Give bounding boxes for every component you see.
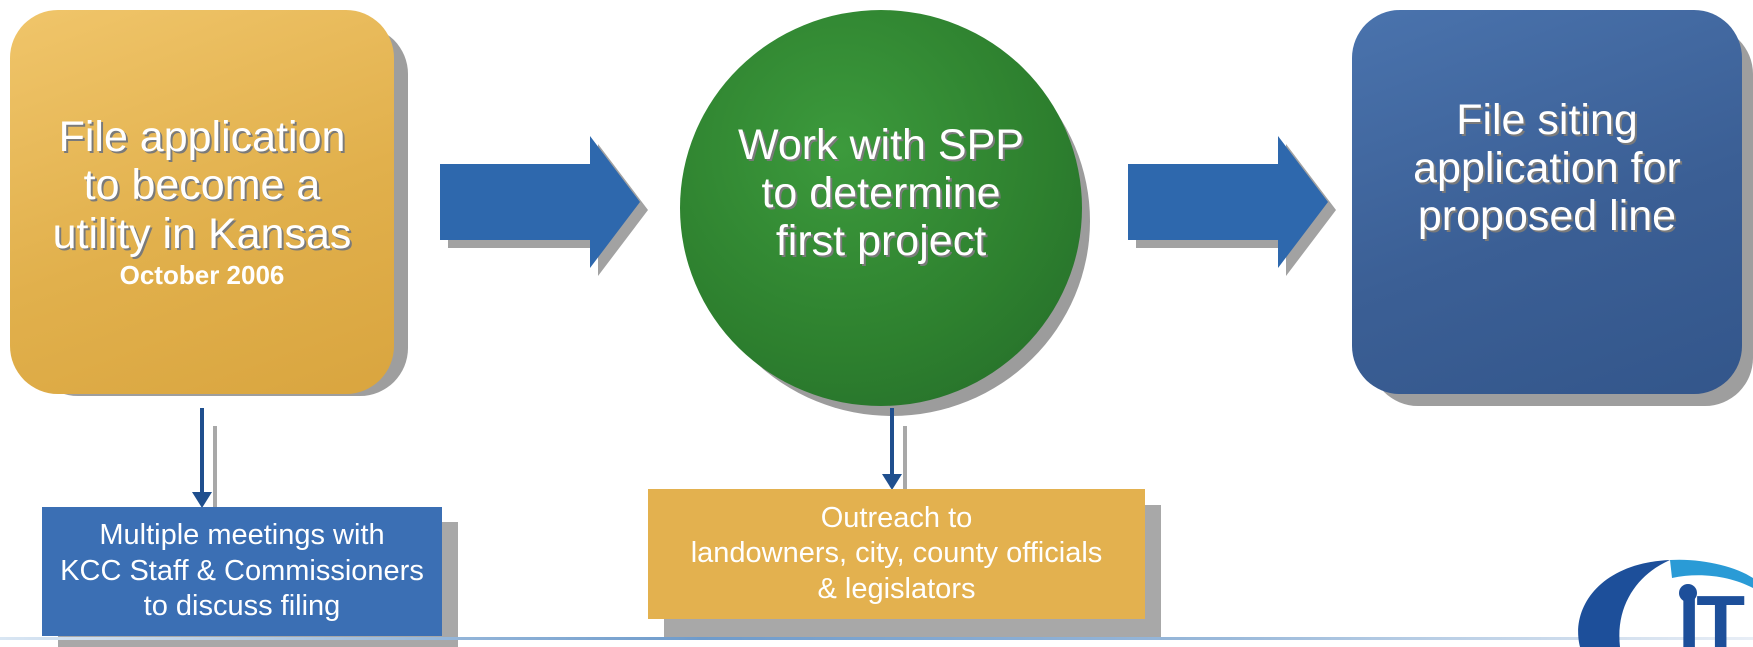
sub1-line3: to discuss filing [143, 590, 341, 623]
sub1-line1: Multiple meetings with [99, 519, 385, 552]
sub2-line2: landowners, city, county officials [690, 537, 1103, 570]
arrow-right-icon [1128, 136, 1336, 276]
step2-line2: to determine [761, 168, 1001, 217]
sub2-box: Outreach to landowners, city, county off… [648, 489, 1145, 619]
logo-swoosh-icon [1578, 559, 1753, 647]
step2-line3: first project [775, 217, 987, 266]
arrow-right-icon [440, 136, 648, 276]
logo-text: IT [1678, 579, 1745, 647]
arrow-down-icon [192, 408, 217, 512]
sub2-line3: & legislators [817, 572, 976, 605]
footer-rule [0, 637, 1753, 640]
step1-date: October 2006 [119, 259, 285, 290]
step3-line3: proposed line [1417, 192, 1677, 241]
step1-box: File application to become a utility in … [10, 10, 394, 394]
sub1-line2: KCC Staff & Commissioners [60, 554, 424, 587]
arrow-down-icon [882, 408, 907, 504]
step3-line1: File siting [1456, 96, 1638, 144]
step1-line2: to become a [83, 161, 321, 210]
sub1-box: Multiple meetings with KCC Staff & Commi… [42, 507, 442, 636]
step2-line1: Work with SPP [738, 120, 1024, 169]
step1-line1: File application [58, 113, 346, 162]
sub2-line1: Outreach to [820, 501, 973, 534]
step2-circle: Work with SPP to determine first project [680, 10, 1082, 406]
step1-line3: utility in Kansas [52, 209, 352, 258]
company-logo: IT [1560, 548, 1753, 647]
step3-box: File siting application for proposed lin… [1352, 10, 1742, 394]
step3-line2: application for [1413, 144, 1681, 193]
